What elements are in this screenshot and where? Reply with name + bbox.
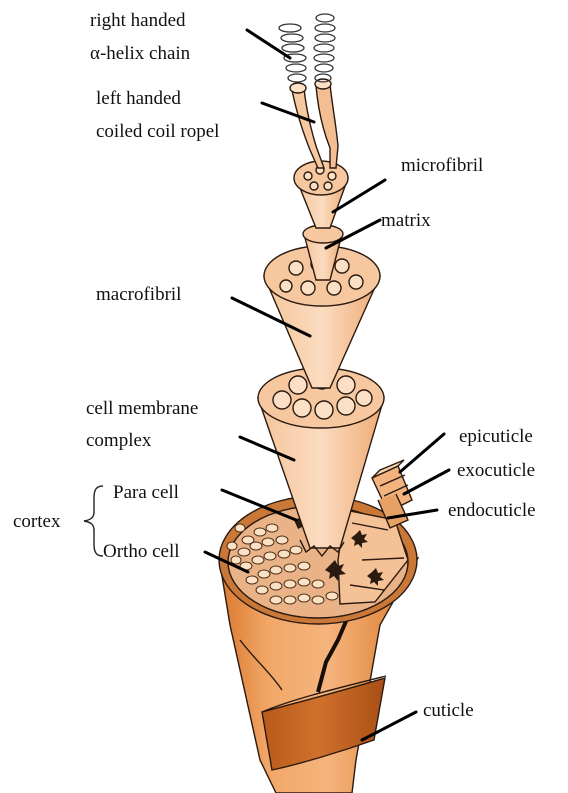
label-macrofibril: macrofibril — [96, 284, 181, 305]
label-cuticle: cuticle — [423, 700, 474, 721]
label-exocuticle: exocuticle — [457, 460, 535, 481]
coiled-coil-rope — [290, 79, 338, 168]
leader-epicuticle — [400, 434, 444, 472]
label-cmc-line2: complex — [86, 430, 152, 451]
label-endocuticle: endocuticle — [448, 500, 536, 521]
label-cortex: cortex — [13, 511, 61, 532]
label-para-cell: Para cell — [113, 482, 179, 503]
label-coil-line2: coiled coil ropel — [96, 121, 219, 142]
label-cmc-line1: cell membrane — [86, 398, 198, 419]
label-microfibril: microfibril — [401, 155, 483, 176]
label-matrix: matrix — [381, 210, 431, 231]
microfibril-cone — [294, 161, 348, 228]
alpha-helix-spring-right — [314, 14, 335, 82]
label-helix-line2: α-helix chain — [90, 43, 191, 64]
label-epicuticle: epicuticle — [459, 426, 533, 447]
leader-exocuticle — [404, 470, 449, 494]
cortex-brace — [84, 486, 103, 556]
label-ortho-cell: Ortho cell — [103, 541, 180, 562]
label-helix-line1: right handed — [90, 10, 186, 31]
leader-helix — [247, 30, 290, 58]
label-coil-line1: left handed — [96, 88, 181, 109]
